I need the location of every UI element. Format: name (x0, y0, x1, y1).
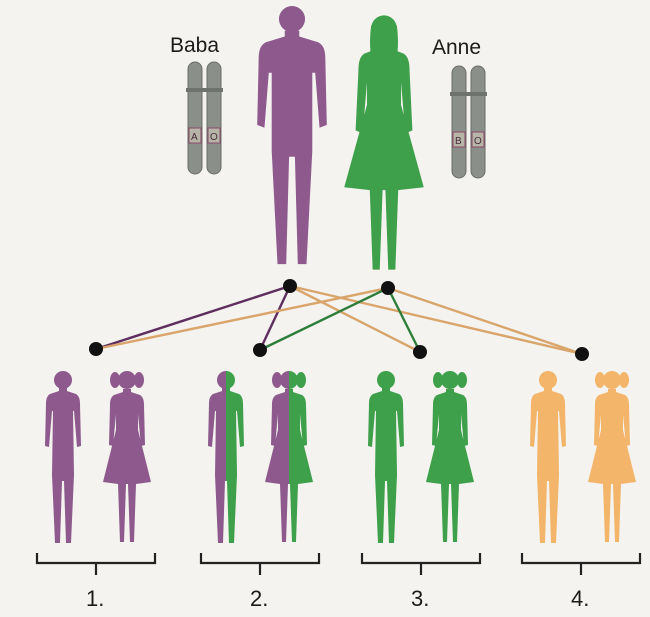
children-group-2 (208, 371, 313, 543)
mother-allele-2: O (474, 136, 482, 147)
child-node-2 (253, 343, 267, 357)
boy-figure (530, 371, 566, 543)
mother-figure (344, 15, 424, 270)
brackets (35, 553, 642, 575)
father-node (283, 279, 297, 293)
mother-label: Anne (432, 36, 481, 59)
mother-node (381, 281, 395, 295)
group-number-1: 1. (86, 586, 104, 611)
girl-figure (103, 371, 151, 542)
father-chromosome-pair: A O (186, 61, 223, 175)
father-allele-1: A (191, 132, 198, 143)
father-allele-2: O (210, 132, 218, 143)
mother-chromosome-pair: B O (450, 65, 487, 179)
boy-figure (208, 371, 244, 543)
inheritance-lines (95, 284, 583, 356)
bracket-1 (35, 553, 157, 575)
mother-allele-1: B (455, 136, 462, 147)
child-node-4 (575, 347, 589, 361)
bracket-2 (199, 553, 321, 575)
gamete-nodes (89, 279, 589, 361)
group-number-2: 2. (250, 586, 268, 611)
bracket-3 (360, 553, 482, 575)
child-node-3 (413, 345, 427, 359)
child-node-1 (89, 342, 103, 356)
boy-figure (45, 371, 81, 543)
group-number-3: 3. (411, 586, 429, 611)
boy-figure (368, 371, 404, 543)
children-group-4 (530, 371, 636, 543)
girl-figure (426, 371, 474, 542)
girl-figure (265, 371, 313, 542)
bracket-4 (520, 553, 642, 575)
children-group-3 (368, 371, 474, 543)
father-label: Baba (170, 34, 219, 57)
children-group-1 (45, 371, 151, 543)
group-number-4: 4. (571, 586, 589, 611)
girl-figure (588, 371, 636, 542)
father-figure (257, 6, 327, 265)
